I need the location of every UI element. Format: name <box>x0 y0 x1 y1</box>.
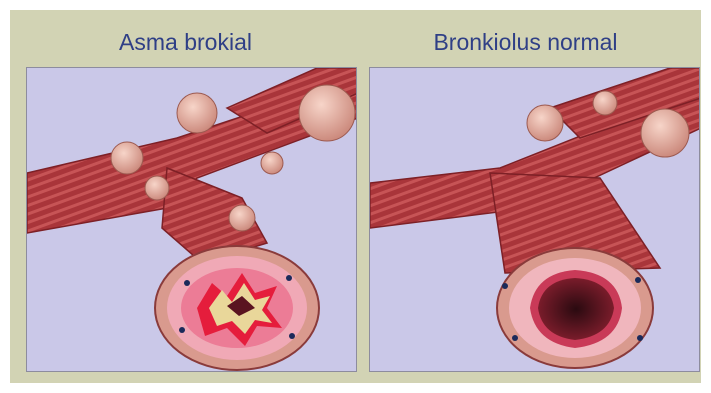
normal-cross-section <box>497 248 653 368</box>
asthma-panel-title: Asma brokial <box>20 22 351 62</box>
asthma-cross-section <box>155 246 319 370</box>
asthma-bronchiole-panel <box>26 67 357 372</box>
asthma-bronchiole-illustration <box>27 68 357 372</box>
normal-panel-title: Bronkiolus normal <box>360 22 691 62</box>
normal-bronchiole-panel <box>369 67 700 372</box>
normal-bronchiole-illustration <box>370 68 700 372</box>
